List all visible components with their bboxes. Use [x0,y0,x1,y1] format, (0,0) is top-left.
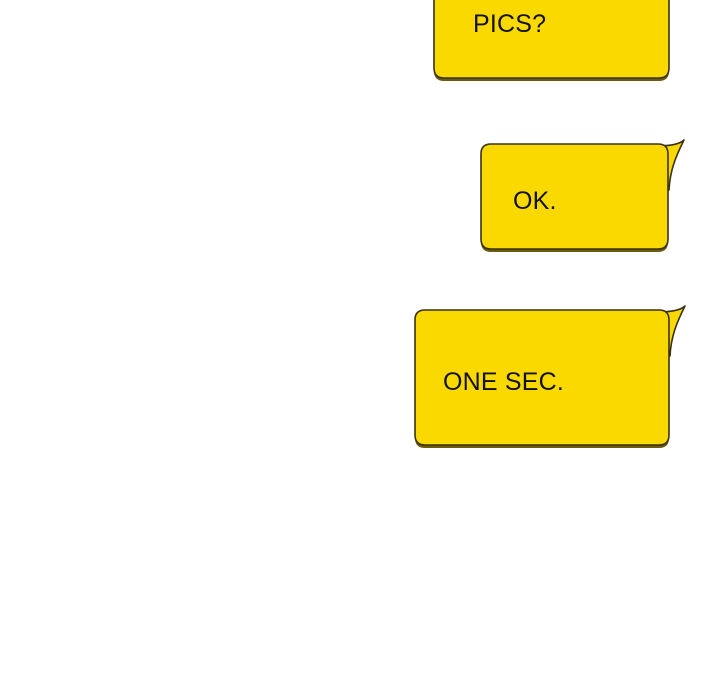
speech-bubble: PICS? [433,0,670,81]
bubble-text: ONE SEC. [443,368,565,396]
bubble-body [433,0,670,79]
bubble-shape [480,139,685,252]
bubble-shape [414,305,686,448]
speech-bubble: OK. [480,139,685,252]
bubble-shape [433,0,670,81]
speech-bubble: ONE SEC. [414,305,686,448]
bubble-body [480,143,669,250]
bubble-text: OK. [513,187,557,215]
bubble-text: PICS? [473,10,547,38]
bubble-body [414,309,670,446]
